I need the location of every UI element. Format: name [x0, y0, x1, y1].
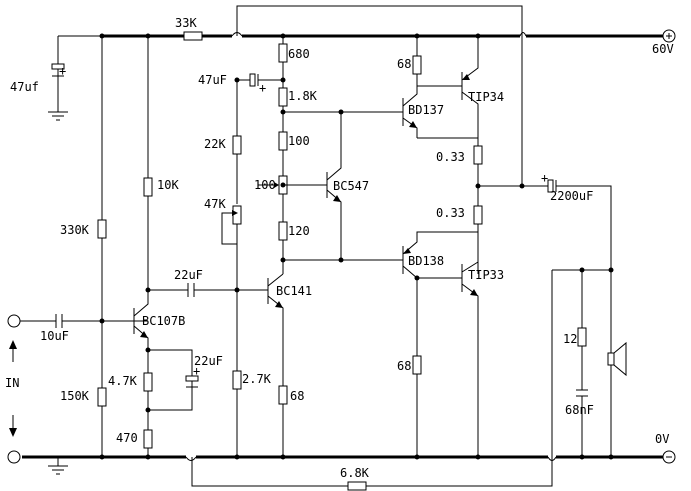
- c-47uf-top: +: [249, 73, 266, 95]
- input-ground-terminal[interactable]: [7, 450, 21, 464]
- q-tip33-label: TIP33: [468, 268, 504, 282]
- q-bd137-label: BD137: [408, 103, 444, 117]
- r-6k8-label: 6.8K: [340, 466, 370, 480]
- plus-sign: +: [193, 364, 200, 378]
- r-120-label: 120: [288, 224, 310, 238]
- plus-sign: +: [259, 81, 266, 95]
- r-470: [143, 429, 153, 449]
- c-47uf-top-label: 47uF: [198, 73, 227, 87]
- arrow-down-icon: [9, 415, 17, 437]
- r-22k: [232, 135, 242, 155]
- r-33k-label: 33K: [175, 16, 197, 30]
- c-47uf-left-label: 47uf: [10, 80, 39, 94]
- c-22uf-low: +: [185, 364, 200, 388]
- plus-sign: +: [541, 171, 548, 185]
- r-330k-label: 330K: [60, 223, 90, 237]
- positive-rail-label: 60V: [652, 42, 674, 56]
- wire-47uf: [57, 35, 100, 64]
- c-22uf-mid-label: 22uF: [174, 268, 203, 282]
- c-68nf-label: 68nF: [565, 403, 594, 417]
- input-label: IN: [5, 376, 19, 390]
- r-68-emitter: [278, 385, 288, 405]
- ground-rail: [22, 455, 663, 461]
- r-033-bottom: [473, 205, 483, 225]
- r-4k7: [143, 372, 153, 392]
- r-100-label: 100: [288, 134, 310, 148]
- r-033-top: [473, 145, 483, 165]
- positive-terminal: [662, 29, 676, 43]
- r-100: [278, 131, 288, 151]
- junction-dots: [99, 33, 614, 460]
- c-22uf-mid: [187, 283, 195, 297]
- r-68-top-label: 68: [397, 57, 411, 71]
- pot-wiper: [221, 212, 237, 245]
- r-470-label: 470: [116, 431, 138, 445]
- ground-rail-label: 0V: [655, 432, 669, 446]
- ground-icon: [48, 111, 68, 121]
- c-22uf-low-label: 22uF: [194, 354, 223, 368]
- arrow-up-icon: [9, 340, 17, 362]
- r-10k: [143, 177, 153, 197]
- r-22k-label: 22K: [204, 137, 226, 151]
- ground-icon: [48, 457, 68, 475]
- r-680: [278, 43, 288, 63]
- q-bc141: [267, 273, 284, 386]
- speaker-icon: [607, 341, 627, 457]
- r-6k8: [347, 481, 367, 491]
- wire-feedback-top: [236, 5, 523, 186]
- input-capacitor: [55, 314, 63, 328]
- c-47uf-left: +: [51, 63, 66, 112]
- r-150k: [97, 387, 107, 407]
- wire-output: [478, 185, 612, 353]
- plus-sign: +: [59, 64, 66, 78]
- q-bc141-label: BC141: [276, 284, 312, 298]
- r-68-bottom: [412, 355, 422, 375]
- r-330k: [97, 219, 107, 239]
- c-2200uf: +: [541, 171, 557, 193]
- c-68nf: [576, 389, 588, 397]
- circle-plus-icon: [666, 33, 672, 39]
- r-033-bottom-label: 0.33: [436, 206, 465, 220]
- q-tip34-label: TIP34: [468, 90, 504, 104]
- q-bd138-label: BD138: [408, 254, 444, 268]
- r-33k: [183, 31, 203, 41]
- wire-22uf-low: [148, 349, 193, 411]
- q-bc547: [326, 112, 342, 260]
- r-68-top: [412, 55, 422, 75]
- r-2k7-label: 2.7K: [242, 372, 272, 386]
- c-2200uf-label: 2200uF: [550, 189, 593, 203]
- r-150k-label: 150K: [60, 389, 90, 403]
- r-10k-label: 10K: [157, 178, 179, 192]
- q-tip34: [461, 36, 479, 146]
- q-bd138: [402, 231, 478, 356]
- input-terminal[interactable]: [7, 314, 21, 328]
- wire-feedback-bottom: [191, 457, 553, 487]
- ground-terminal: [662, 450, 676, 464]
- r-120: [278, 221, 288, 241]
- r-1k8: [278, 87, 288, 107]
- q-bc547-label: BC547: [333, 179, 369, 193]
- r-680-label: 680: [288, 47, 310, 61]
- c-10uf-label: 10uF: [40, 329, 69, 343]
- q-tip33: [461, 261, 479, 457]
- q-bd137: [402, 70, 418, 138]
- r-2k7: [232, 370, 242, 390]
- r-1k8-label: 1.8K: [288, 89, 318, 103]
- r-033-top-label: 0.33: [436, 150, 465, 164]
- r-4k7-label: 4.7K: [108, 374, 138, 388]
- r-100-pot-label: 100: [254, 178, 276, 192]
- r-47k-label: 47K: [204, 197, 226, 211]
- r-68-bottom-label: 68: [397, 359, 411, 373]
- r-47k-pot: [232, 205, 242, 225]
- r-68-emitter-label: 68: [290, 389, 304, 403]
- q-bc107b-label: BC107B: [142, 314, 185, 328]
- r-12-label: 12: [563, 332, 577, 346]
- r-12: [577, 327, 587, 347]
